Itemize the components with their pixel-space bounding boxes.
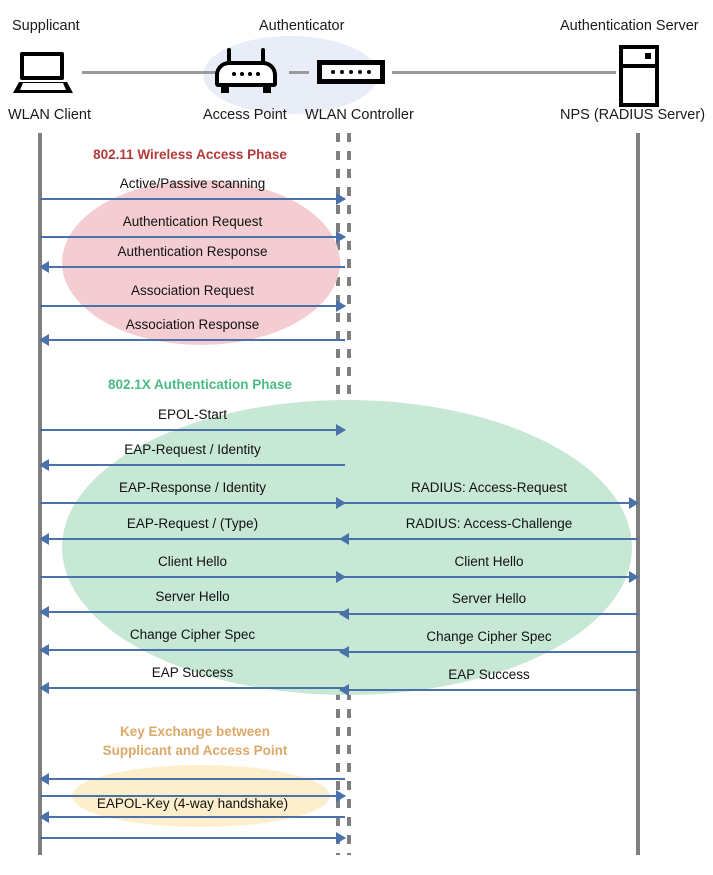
phase-1-title: 802.11 Wireless Access Phase [93, 147, 287, 162]
controller-icon [317, 60, 385, 84]
phase-3-title-line1: Key Exchange between [119, 724, 271, 739]
message-label: RADIUS: Access-Request [410, 480, 568, 495]
phase-2-highlight [62, 400, 632, 695]
laptop-icon [13, 52, 73, 94]
message-label: EAP-Request / Identity [124, 442, 261, 457]
message-label: EPOL-Start [157, 407, 228, 422]
wire-client-to-ap [82, 71, 217, 74]
message-label: Client Hello [454, 554, 524, 569]
message-label: EAP Success [448, 667, 530, 682]
phase-1-highlight [62, 180, 340, 345]
message-label: EAP Success [151, 665, 234, 680]
role-title-authenticator: Authenticator [259, 18, 345, 34]
node-label-wlan-controller: WLAN Controller [305, 107, 414, 123]
message-label: EAPOL-Key (4-way handshake) [96, 796, 289, 811]
message-label: Active/Passive scanning [119, 176, 266, 191]
node-label-access-point: Access Point [203, 107, 287, 123]
phase-3-title-line2: Supplicant and Access Point [102, 743, 288, 758]
message-label: Change Cipher Spec [129, 627, 256, 642]
message-label: Association Response [125, 317, 260, 332]
message-label: Client Hello [157, 554, 228, 569]
role-title-supplicant: Supplicant [12, 18, 80, 34]
message-label: EAP-Response / Identity [118, 480, 267, 495]
message-label: Authentication Request [122, 214, 263, 229]
message-label: Association Request [130, 283, 255, 298]
message-label: Server Hello [155, 589, 230, 604]
phase-3-title: Key Exchange between Supplicant and Acce… [50, 722, 340, 760]
message-label: Change Cipher Spec [426, 629, 552, 644]
wire-controller-to-server [392, 71, 616, 74]
message-label: RADIUS: Access-Challenge [405, 516, 573, 531]
node-label-nps-radius-server: NPS (RADIUS Server) [560, 107, 706, 123]
role-title-authentication-server: Authentication Server [560, 18, 699, 34]
node-label-wlan-client: WLAN Client [8, 107, 91, 123]
server-icon [619, 45, 659, 107]
message-label: Server Hello [451, 591, 527, 606]
lifeline-nps-radius-server [636, 133, 640, 855]
message-label: Authentication Response [117, 244, 268, 259]
phase-2-title: 802.1X Authentication Phase [107, 377, 293, 392]
message-label: EAP-Request / (Type) [126, 516, 259, 531]
wire-ap-to-controller [289, 71, 309, 74]
wireless-router-icon [215, 48, 277, 94]
lifeline-wlan-client [38, 133, 42, 855]
